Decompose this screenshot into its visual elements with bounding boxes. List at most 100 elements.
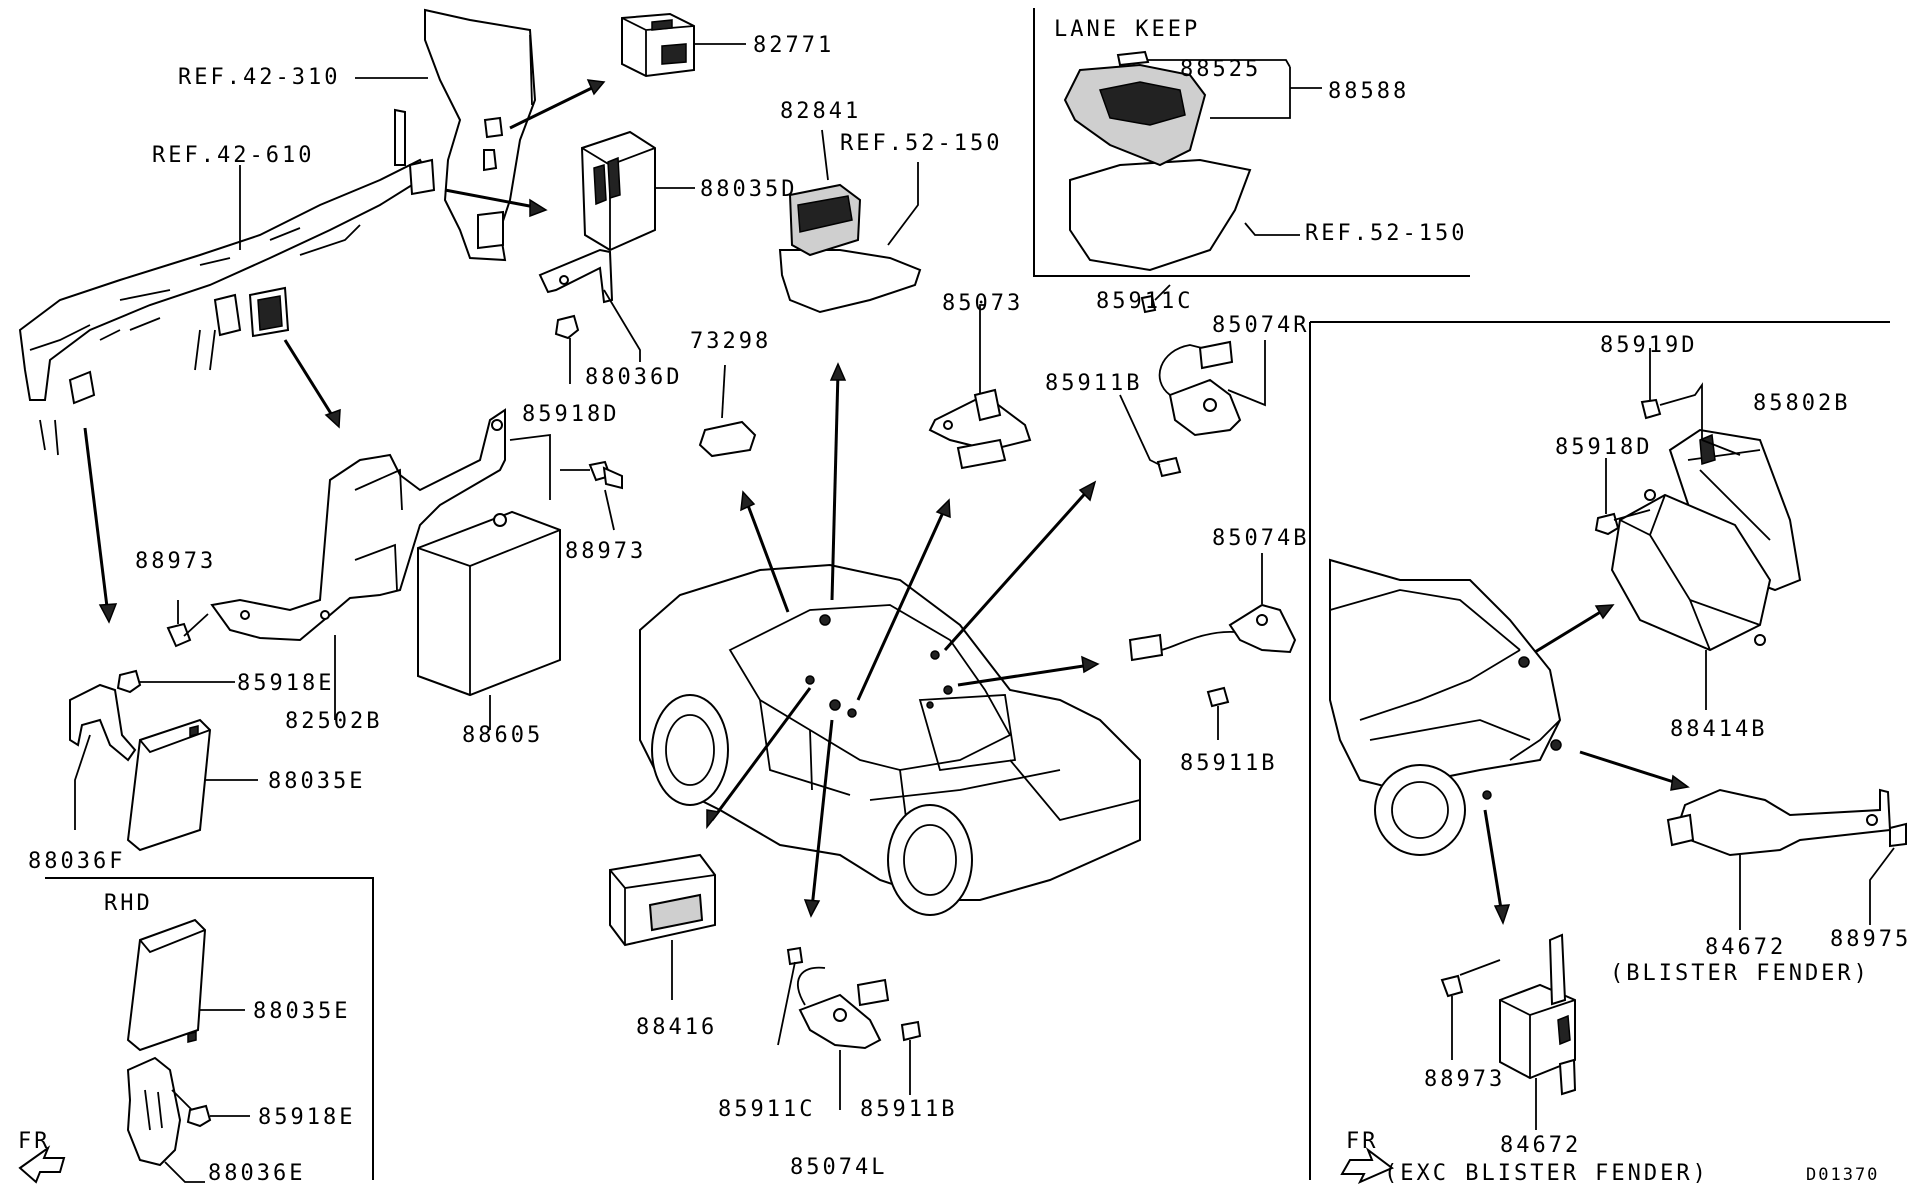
- arrow-to-82502B: [283, 339, 337, 421]
- part-85074R-drawing: [1119, 284, 1266, 478]
- rhd-nut-85918E-drawing: [171, 1089, 250, 1128]
- arrow-to-88414B: [1534, 606, 1608, 654]
- part-88035D-drawing: [580, 130, 695, 252]
- inset-label-rhd: RHD: [104, 891, 153, 916]
- right-inset-frame: [1309, 321, 1890, 1180]
- front-vehicle-drawing: [1329, 558, 1562, 856]
- callout-rhd-88036E: 88036E: [208, 1161, 305, 1186]
- arrow-to-85074R: [943, 486, 1092, 652]
- callout-88035D: 88035D: [700, 177, 797, 202]
- module-88605-drawing: [417, 510, 561, 730]
- callout-85911B-middle: 85911B: [1180, 751, 1277, 776]
- callout-88973-right: 88973: [565, 539, 646, 564]
- arrow-to-73298: [744, 499, 790, 613]
- arrow-to-85074B: [957, 663, 1091, 687]
- part-82841-drawing: [778, 129, 922, 314]
- callout-ref-52-150-center: REF.52-150: [840, 131, 1002, 156]
- rhd-inset-frame: [45, 877, 374, 1180]
- callout-85911C-upper: 85911C: [1096, 289, 1193, 314]
- module-88414B-drawing: [1610, 489, 1772, 710]
- part-73298-drawing: [698, 364, 757, 458]
- arrow-to-88035D: [444, 188, 541, 210]
- callout-85911B-lower: 85911B: [860, 1097, 957, 1122]
- arrow-to-85074L: [810, 719, 834, 909]
- callout-85918D-left: 85918D: [522, 402, 619, 427]
- callout-82771: 82771: [753, 33, 834, 58]
- bracket-82502B-drawing: [210, 408, 506, 720]
- arrow-to-82841: [830, 371, 840, 601]
- part-82771-drawing: [621, 12, 746, 78]
- callout-88973-left: 88973: [135, 549, 216, 574]
- nut-85918E-drawing: [116, 669, 235, 694]
- callout-85074B: 85074B: [1212, 526, 1309, 551]
- callout-85074L: 85074L: [790, 1155, 887, 1180]
- label-blister-fender: (BLISTER FENDER): [1610, 961, 1870, 986]
- rhd-bracket-88036E-drawing: [126, 1056, 205, 1183]
- callout-88036F: 88036F: [28, 849, 125, 874]
- bolt-88973-exc-drawing: [1440, 959, 1501, 1060]
- arrow-to-88416: [710, 687, 812, 821]
- lane-keep-inset-frame: [1033, 8, 1470, 277]
- fr-label-right: FR: [1346, 1129, 1379, 1154]
- part-85074L-drawing: [777, 946, 922, 1110]
- arrow-to-84672-blister: [1579, 750, 1681, 786]
- arrow-to-88035E: [83, 427, 110, 616]
- callout-88605: 88605: [462, 723, 543, 748]
- bolt-88973-left-drawing: [166, 600, 209, 648]
- lane-keep-drawing: [1063, 50, 1322, 272]
- arrow-to-82771: [509, 82, 601, 130]
- dash-reinforcement-drawing: [18, 108, 436, 456]
- nut-85918D-right-drawing: [1594, 458, 1651, 536]
- bracket-88036D-drawing: [538, 248, 641, 384]
- callout-88416: 88416: [636, 1015, 717, 1040]
- callout-88525: 88525: [1180, 57, 1261, 82]
- callout-82841: 82841: [780, 99, 861, 124]
- part-85074B-drawing: [1128, 553, 1297, 740]
- callout-85073: 85073: [942, 291, 1023, 316]
- callout-85074R: 85074R: [1212, 313, 1309, 338]
- module-88035E-drawing: [126, 718, 258, 852]
- callout-ref-52-150-inset: REF.52-150: [1305, 221, 1467, 246]
- rhd-module-88035E-drawing: [126, 918, 245, 1052]
- callout-rhd-85918E: 85918E: [258, 1105, 355, 1130]
- sensor-84672-exc-drawing: [1499, 933, 1577, 1130]
- callout-88414B: 88414B: [1670, 717, 1767, 742]
- callout-85911C-lower: 85911C: [718, 1097, 815, 1122]
- callout-88973-inset: 88973: [1424, 1067, 1505, 1092]
- callout-88036D: 88036D: [585, 365, 682, 390]
- fr-arrow-right-icon: [1340, 1147, 1394, 1185]
- nut-88975-drawing: [1869, 822, 1907, 925]
- callout-84672-exc: 84672: [1500, 1133, 1581, 1158]
- callout-ref-42-610: REF.42-610: [152, 143, 314, 168]
- bolt-88973-right-drawing: [509, 433, 623, 531]
- fr-label-left: FR: [18, 1129, 51, 1154]
- callout-ref-42-310: REF.42-310: [178, 65, 340, 90]
- arrow-to-85073: [856, 507, 947, 701]
- callout-85918E: 85918E: [237, 671, 334, 696]
- body-pillar-drawing: [424, 8, 537, 262]
- callout-85802B: 85802B: [1753, 391, 1850, 416]
- arrow-to-84672-exc: [1483, 809, 1504, 916]
- callout-88588: 88588: [1328, 79, 1409, 104]
- callout-73298: 73298: [690, 329, 771, 354]
- sensor-84672-blister-drawing: [1666, 788, 1892, 930]
- callout-84672-blister: 84672: [1705, 935, 1786, 960]
- callout-85919D: 85919D: [1600, 333, 1697, 358]
- label-exc-blister-fender: (EXC BLISTER FENDER): [1384, 1161, 1709, 1186]
- diagram-code: D01370: [1806, 1165, 1879, 1185]
- part-88416-drawing: [609, 853, 716, 1000]
- callout-rhd-88035E: 88035E: [253, 999, 350, 1024]
- bolt-85919D-drawing: [1640, 348, 1741, 456]
- bracket-88036F-drawing: [69, 683, 137, 830]
- callout-82502B: 82502B: [285, 709, 382, 734]
- part-85073-drawing: [928, 304, 1032, 470]
- fr-arrow-left-icon: [18, 1145, 66, 1184]
- callout-88975: 88975: [1830, 927, 1907, 952]
- callout-85911B-upper: 85911B: [1045, 371, 1142, 396]
- callout-85918D-right: 85918D: [1555, 435, 1652, 460]
- callout-88035E: 88035E: [268, 769, 365, 794]
- inset-label-lane-keep: LANE KEEP: [1054, 17, 1200, 42]
- vehicle-outline-drawing: [639, 563, 1141, 916]
